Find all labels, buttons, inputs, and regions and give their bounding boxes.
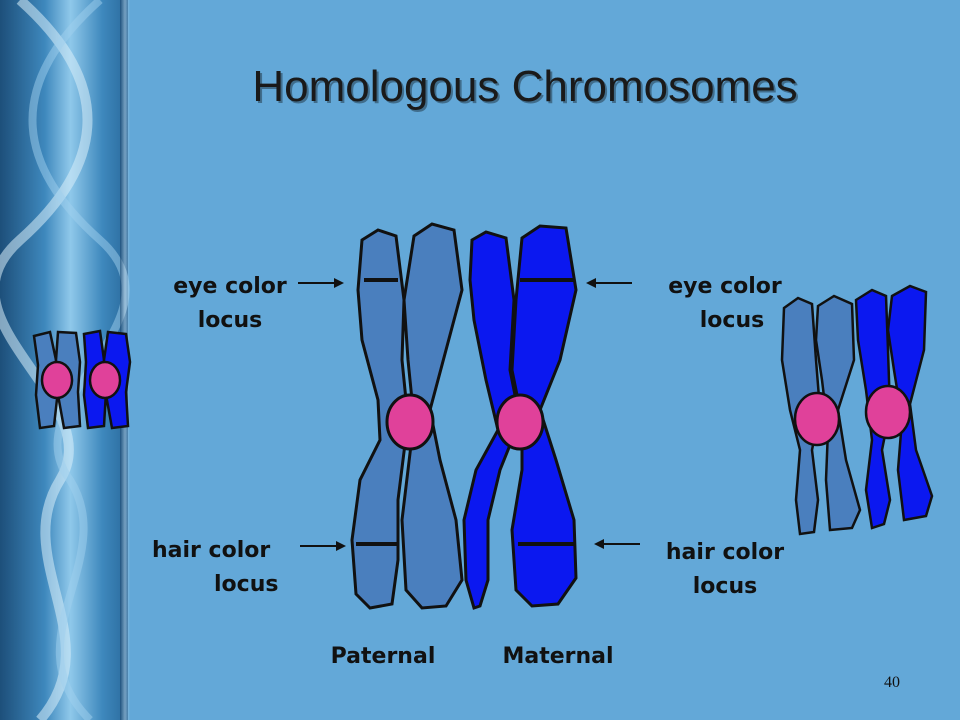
label-eye-color-left: eye color locus [150, 270, 310, 338]
label-hair-color-left: hair color locus [152, 534, 352, 602]
label-paternal: Paternal [330, 644, 436, 669]
small-chromosome-pair-left [32, 329, 132, 430]
label-hair-left-line2: locus [214, 572, 279, 598]
label-maternal: Maternal [502, 644, 614, 669]
paternal-centromere [385, 393, 435, 451]
label-eye-right-line1: eye color [668, 274, 782, 299]
page-number: 40 [884, 674, 900, 691]
chromosome-pair-right [780, 284, 934, 536]
small-centromere-left-1 [40, 360, 74, 400]
label-hair-right-line1: hair color [665, 540, 785, 565]
arrow-hair-left-head [336, 541, 346, 551]
label-eye-left-line2: locus [197, 308, 263, 334]
slide-title: Homologous Chromosomes [252, 62, 798, 111]
maternal-chromosome [462, 224, 578, 610]
arrow-eye-left-head [334, 278, 344, 288]
right-centromere-2 [864, 384, 912, 440]
label-eye-left-line1: eye color [173, 274, 287, 299]
arrow-eye-right-head [586, 278, 596, 288]
maternal-centromere [495, 393, 545, 451]
locus-arrows [298, 278, 640, 551]
label-hair-left-line1: hair color [152, 538, 271, 563]
small-centromere-left-2 [88, 360, 122, 400]
label-hair-right-line2: locus [692, 574, 758, 600]
label-eye-right-line2: locus [699, 308, 765, 334]
label-eye-color-right: eye color locus [640, 270, 810, 338]
maternal-chromatid-1 [462, 230, 522, 610]
right-centromere-1 [793, 391, 841, 447]
arrow-hair-right-head [594, 539, 604, 549]
paternal-chromosome [350, 222, 464, 610]
paternal-chromatid-1 [350, 228, 410, 610]
label-hair-color-right: hair color locus [640, 536, 810, 604]
